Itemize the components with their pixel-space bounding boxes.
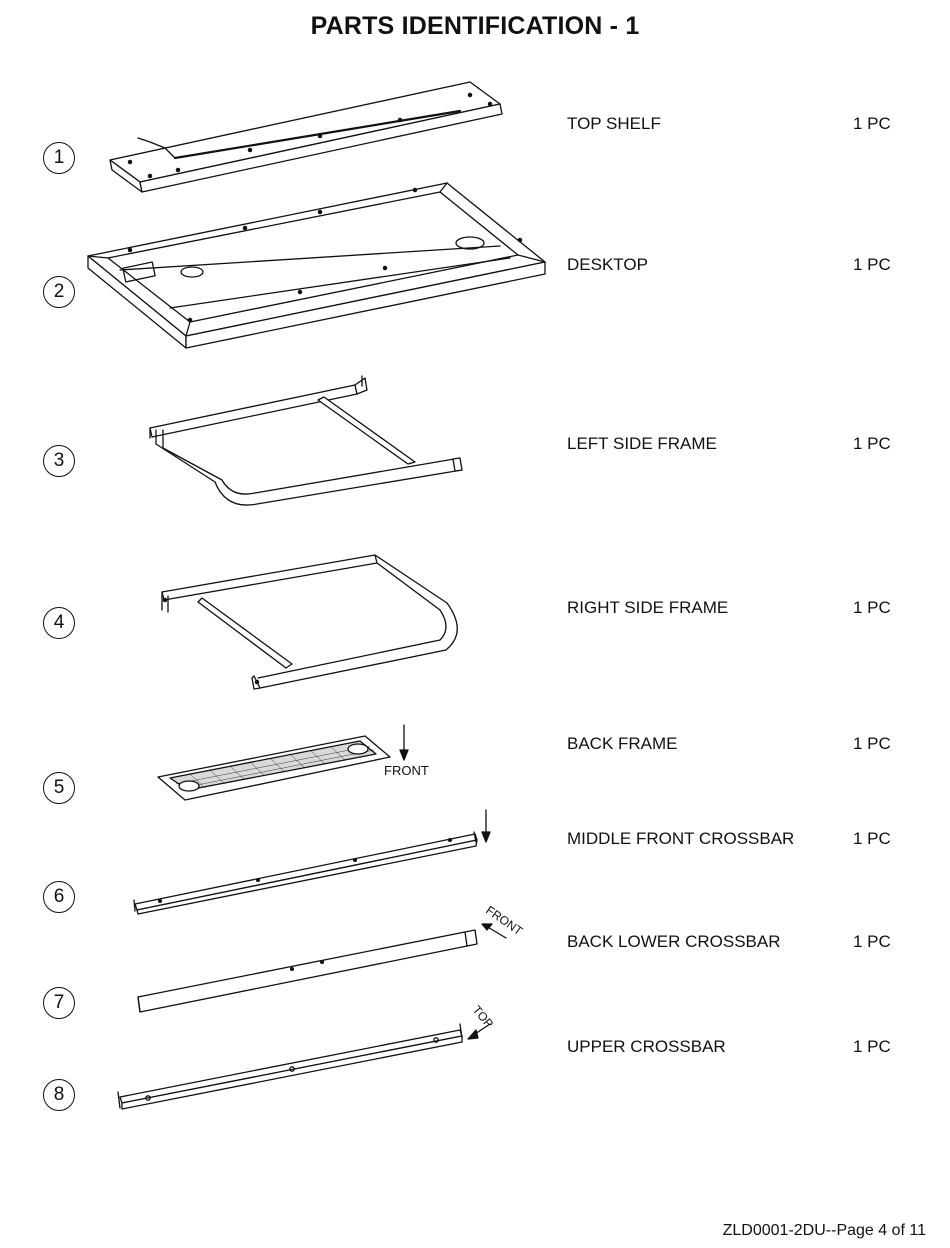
part-number-4: 4 xyxy=(43,607,75,639)
part-name-desktop: DESKTOP xyxy=(567,255,648,275)
back-lower-crossbar-front-label: FRONT xyxy=(483,903,525,939)
part-qty-left-side-frame: 1 PC xyxy=(853,434,891,454)
part-qty-back-lower-crossbar: 1 PC xyxy=(853,932,891,952)
part-qty-right-side-frame: 1 PC xyxy=(853,598,891,618)
part-number-2: 2 xyxy=(43,276,75,308)
part-name-right-side-frame: RIGHT SIDE FRAME xyxy=(567,598,728,618)
back-frame-front-label: FRONT xyxy=(384,763,429,778)
part-name-back-lower-crossbar: BACK LOWER CROSSBAR xyxy=(567,932,781,952)
page-footer: ZLD0001-2DU--Page 4 of 11 xyxy=(723,1222,926,1240)
back-lower-crossbar-drawing: FRONT xyxy=(138,903,526,1012)
part-qty-middle-front-crossbar: 1 PC xyxy=(853,829,891,849)
left-side-frame-drawing xyxy=(150,376,462,505)
desktop-drawing xyxy=(88,183,545,348)
part-qty-back-frame: 1 PC xyxy=(853,734,891,754)
part-name-middle-front-crossbar: MIDDLE FRONT CROSSBAR xyxy=(567,829,794,849)
middle-front-crossbar-drawing xyxy=(134,810,490,914)
part-number-8: 8 xyxy=(43,1079,75,1111)
part-number-5: 5 xyxy=(43,772,75,804)
back-frame-drawing: FRONT xyxy=(158,725,429,800)
part-number-6: 6 xyxy=(43,881,75,913)
part-number-1: 1 xyxy=(43,142,75,174)
part-number-7: 7 xyxy=(43,987,75,1019)
part-qty-top-shelf: 1 PC xyxy=(853,114,891,134)
part-qty-desktop: 1 PC xyxy=(853,255,891,275)
top-shelf-drawing xyxy=(110,82,502,192)
part-name-back-frame: BACK FRAME xyxy=(567,734,678,754)
right-side-frame-drawing xyxy=(162,555,457,689)
part-qty-upper-crossbar: 1 PC xyxy=(853,1037,891,1057)
part-name-upper-crossbar: UPPER CROSSBAR xyxy=(567,1037,726,1057)
part-name-top-shelf: TOP SHELF xyxy=(567,114,661,134)
part-number-3: 3 xyxy=(43,445,75,477)
part-name-left-side-frame: LEFT SIDE FRAME xyxy=(567,434,717,454)
upper-crossbar-drawing: TOP xyxy=(118,1003,496,1109)
upper-crossbar-top-label: TOP xyxy=(470,1003,496,1031)
